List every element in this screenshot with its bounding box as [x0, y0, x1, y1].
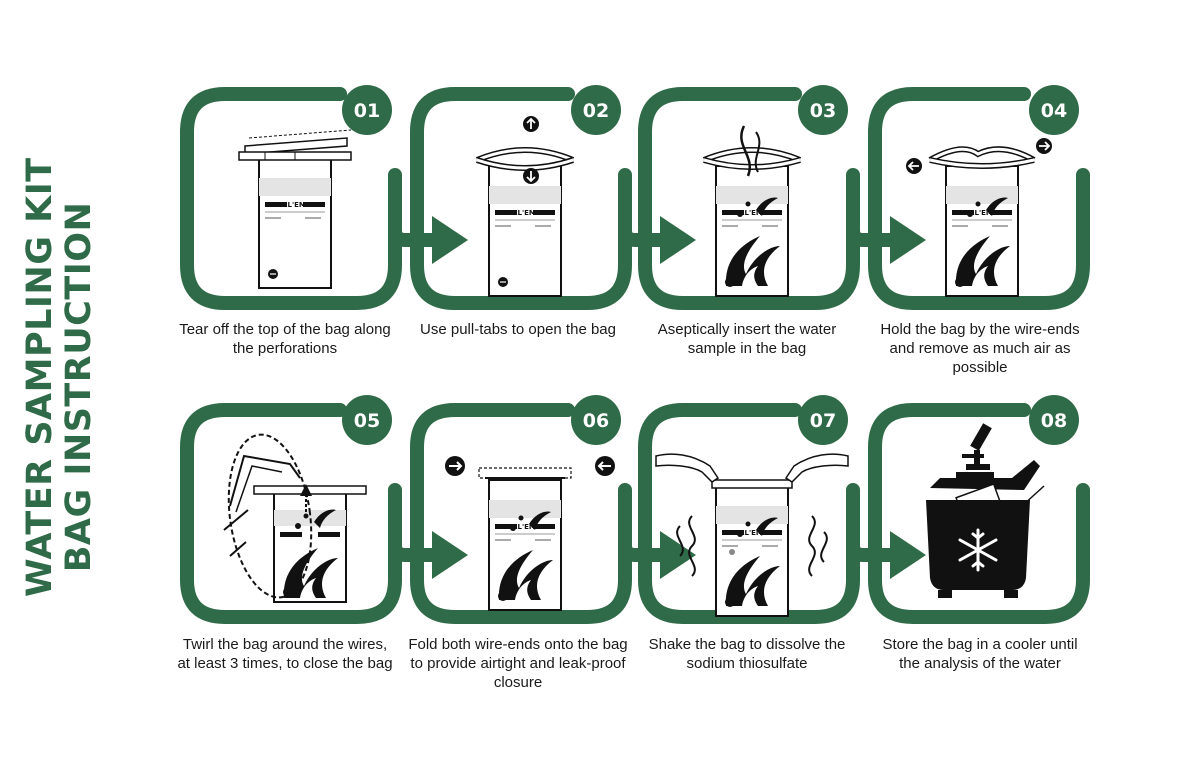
bag-brand-label: TWIRL'EM: [497, 209, 536, 217]
step-number-01: 01: [354, 100, 380, 122]
bag-fold-icon: TWIRL'EM: [445, 456, 615, 611]
step-number-06: 06: [583, 410, 609, 432]
bag-brand-label: TWIRL'EM: [267, 201, 306, 209]
step-badge-03: 03: [798, 85, 848, 135]
arrow-03-04: [846, 210, 926, 264]
step-caption-07: Shake the bag to dissolve the sodium thi…: [648, 636, 846, 672]
arrow-06-07: [618, 525, 696, 579]
step-caption-05: Twirl the bag around the wires, at least…: [177, 636, 393, 672]
step-number-07: 07: [810, 410, 836, 432]
bag-twirl-icon: [223, 433, 367, 603]
step-frame-04: [868, 87, 1090, 310]
bag-brand-label: TWIRL'EM: [724, 209, 763, 217]
step-badge-02: 02: [571, 85, 621, 135]
step-caption-06: Fold both wire-ends onto the bag to prov…: [408, 636, 628, 691]
step-caption-01: Tear off the top of the bag along the pe…: [179, 321, 391, 357]
step-frame-07: [638, 403, 860, 624]
arrow-05-06: [388, 525, 468, 579]
step-number-08: 08: [1041, 410, 1067, 432]
bag-fill-icon: TWIRL'EM: [702, 125, 802, 297]
step-caption-03: Aseptically insert the water sample in t…: [657, 321, 837, 357]
arrow-07-08: [846, 525, 926, 579]
arrow-01-02: [388, 210, 468, 264]
bag-tear-icon: TWIRL'EM: [238, 129, 352, 289]
bag-brand-label: TWIRL'EM: [954, 209, 993, 217]
step-frame-06: [410, 403, 632, 624]
step-frame-08: [868, 403, 1090, 624]
bag-remove-air-icon: TWIRL'EM: [906, 138, 1052, 297]
step-frame-02: [410, 87, 632, 310]
bag-shake-icon: TWIRL'EM: [655, 453, 849, 617]
step-badge-07: 07: [798, 395, 848, 445]
step-number-02: 02: [583, 100, 609, 122]
step-badge-08: 08: [1029, 395, 1079, 445]
step-number-05: 05: [354, 410, 380, 432]
bag-open-icon: TWIRL'EM: [475, 116, 575, 297]
microscope-icon: [962, 423, 992, 470]
step-number-04: 04: [1041, 100, 1067, 122]
bag-brand-label: TWIRL'EM: [724, 529, 763, 537]
cooler-microscope-icon: [926, 423, 1045, 598]
step-caption-04: Hold the bag by the wire-ends and remove…: [880, 321, 1080, 376]
arrow-02-03: [618, 210, 696, 264]
step-frame-01: [180, 87, 402, 310]
step-caption-02: Use pull-tabs to open the bag: [420, 321, 616, 338]
step-badge-04: 04: [1029, 85, 1079, 135]
snowflake-icon: [958, 528, 998, 572]
step-caption-08: Store the bag in a cooler until the anal…: [882, 636, 1078, 672]
step-frame-03: [638, 87, 860, 310]
bag-brand-label: TWIRL'EM: [497, 523, 536, 531]
step-badge-06: 06: [571, 395, 621, 445]
step-number-03: 03: [810, 100, 836, 122]
step-frame-05: [180, 403, 402, 624]
step-badge-01: 01: [342, 85, 392, 135]
step-badge-05: 05: [342, 395, 392, 445]
